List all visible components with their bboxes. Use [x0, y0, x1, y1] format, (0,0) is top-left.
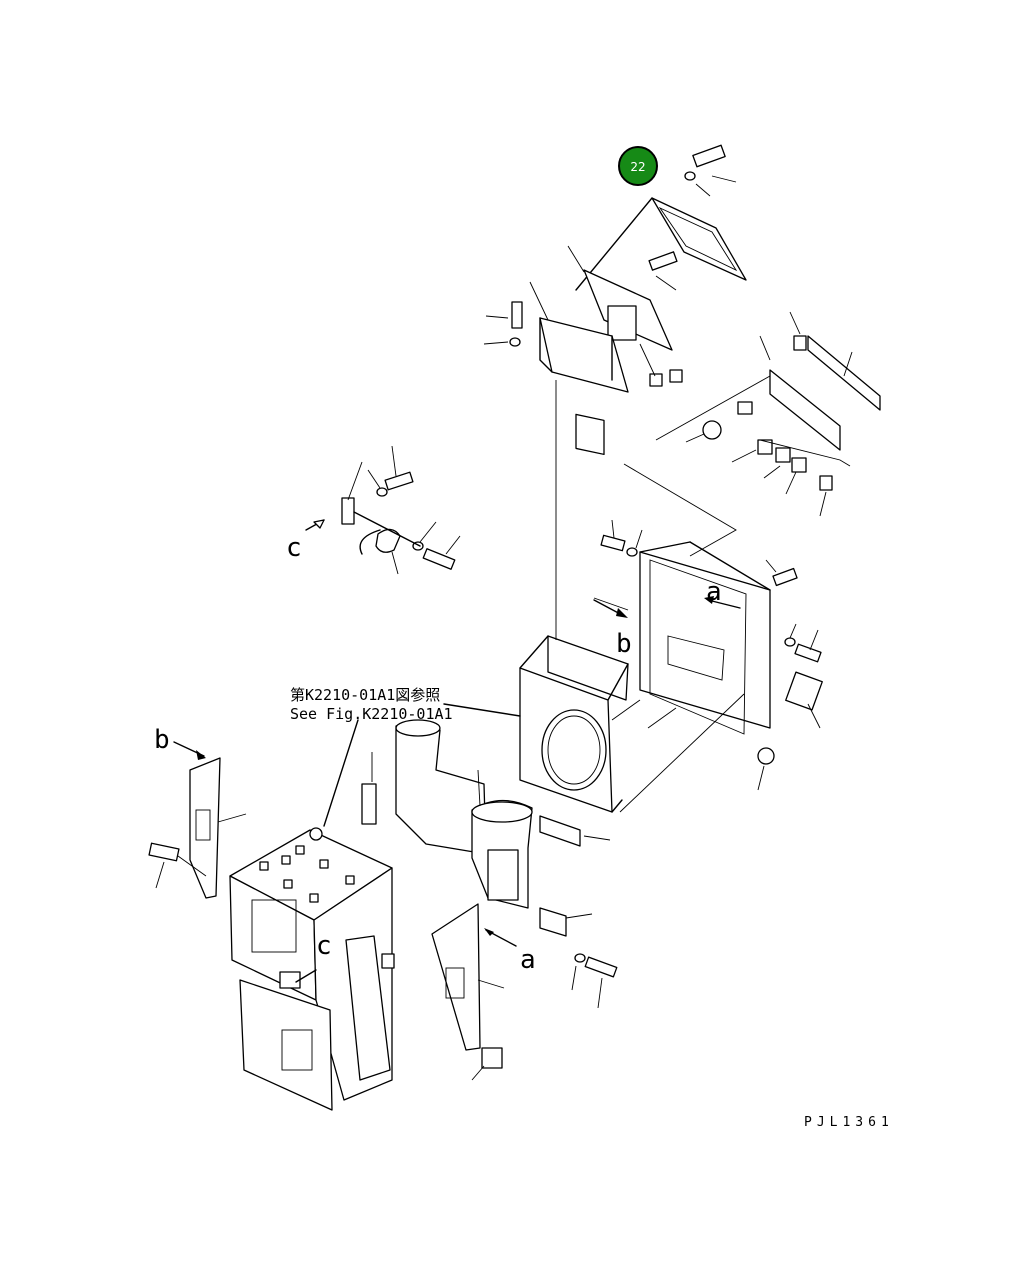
bolts-right — [600, 519, 823, 791]
top-cover-plate — [575, 197, 747, 291]
lower-right-panel — [295, 903, 618, 1081]
air-ducts — [361, 719, 611, 937]
drawing-code: PJL1361 — [804, 1115, 894, 1130]
view-label-c-lower: c — [316, 931, 332, 961]
reference-note-jp: 第K2210-01A1図参照 — [290, 686, 440, 704]
main-frame — [229, 719, 395, 1111]
switch-plate — [759, 311, 881, 451]
frame-nuts — [259, 827, 355, 903]
upper-bracket — [529, 281, 629, 393]
sensor-bracket — [305, 445, 461, 575]
switches — [623, 375, 851, 557]
view-label-c-upper: c — [286, 533, 302, 563]
view-label-b-left: b — [154, 725, 170, 755]
right-cover-box — [593, 541, 771, 813]
callout-circle[interactable] — [618, 146, 658, 186]
view-label-b-right: b — [616, 629, 632, 659]
meter-assembly — [575, 269, 683, 456]
callout-number: 22 — [630, 160, 645, 174]
view-arrows — [593, 596, 741, 618]
bolts-upper — [483, 144, 737, 347]
duct-housing — [443, 380, 629, 813]
view-label-a-lower: a — [520, 945, 536, 975]
callout-22[interactable]: 22 — [618, 146, 658, 186]
left-side-panel — [148, 741, 247, 899]
view-label-a-upper: a — [706, 577, 722, 607]
reference-note-en: See Fig.K2210-01A1 — [290, 705, 453, 723]
